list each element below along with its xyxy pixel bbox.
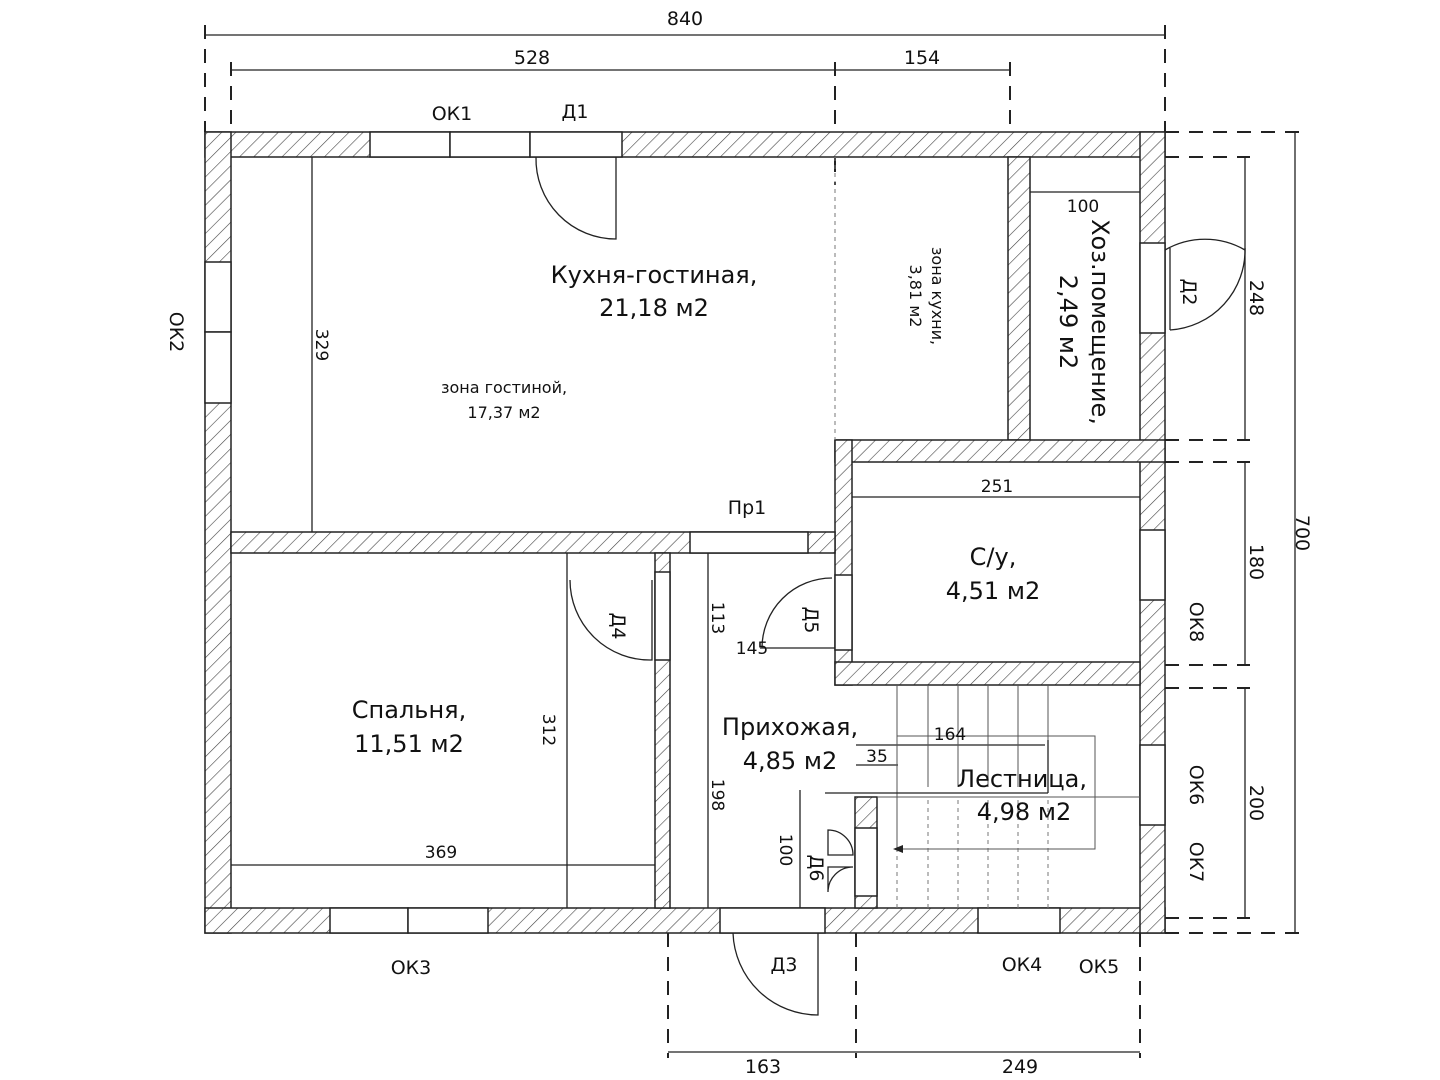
room-bedroom-area: 11,51 м2 [354, 730, 464, 758]
dim-248: 248 [1245, 280, 1267, 316]
opening-labels: ОК1 Д1 ОК2 ОК3 Д3 ОК4 ОК5 Д2 ОК8 ОК6 ОК7… [165, 101, 1207, 979]
room-hallway-area: 4,85 м2 [743, 747, 837, 775]
dim-200: 200 [1245, 785, 1267, 821]
room-stairs-area: 4,98 м2 [977, 798, 1071, 826]
room-kitchen-zone-name: зона кухни, [928, 247, 947, 345]
dim-100-utility: 100 [1067, 197, 1099, 217]
label-d5: Д5 [800, 607, 822, 634]
room-living-zone-area: 17,37 м2 [467, 403, 540, 422]
door-swings [535, 156, 1246, 1016]
room-kitchen-zone-area: 3,81 м2 [906, 265, 925, 328]
dim-163: 163 [745, 1056, 781, 1078]
label-ok4: ОК4 [1002, 954, 1043, 976]
stairs [825, 685, 1140, 908]
dim-528: 528 [514, 47, 550, 69]
room-living-zone-name: зона гостиной, [441, 378, 567, 397]
label-d1: Д1 [562, 101, 589, 123]
label-ok3: ОК3 [391, 957, 432, 979]
room-bedroom-name: Спальня, [352, 696, 466, 724]
dim-154: 154 [904, 47, 940, 69]
label-d4: Д4 [607, 613, 629, 640]
label-d3: Д3 [771, 954, 798, 976]
dimension-labels: 840 528 154 700 248 180 200 163 249 329 … [311, 8, 1313, 1078]
dim-329: 329 [311, 329, 331, 361]
room-kitchen-living-area: 21,18 м2 [599, 294, 709, 322]
room-wc-area: 4,51 м2 [946, 577, 1040, 605]
dim-369: 369 [425, 843, 457, 863]
dim-113: 113 [707, 602, 727, 634]
dim-249: 249 [1002, 1056, 1038, 1078]
dim-164: 164 [934, 725, 966, 745]
room-labels: Кухня-гостиная, 21,18 м2 зона гостиной, … [352, 219, 1114, 826]
openings [204, 131, 1166, 934]
dim-35: 35 [866, 747, 888, 767]
room-utility-area: 2,49 м2 [1054, 275, 1082, 369]
dim-700: 700 [1291, 515, 1313, 551]
dim-251: 251 [981, 477, 1013, 497]
dim-312: 312 [538, 714, 558, 746]
dim-840: 840 [667, 8, 703, 30]
label-ok2: ОК2 [165, 312, 187, 353]
room-utility-name: Хоз.помещение, [1086, 219, 1114, 425]
label-ok8: ОК8 [1185, 602, 1207, 643]
room-kitchen-living-name: Кухня-гостиная, [551, 261, 758, 289]
label-d2: Д2 [1178, 279, 1200, 306]
room-wc-name: С/у, [970, 543, 1017, 571]
dim-145: 145 [736, 639, 768, 659]
label-ok6: ОК6 [1185, 765, 1207, 806]
label-ok7: ОК7 [1185, 842, 1207, 883]
dim-198: 198 [707, 779, 727, 811]
room-hallway-name: Прихожая, [722, 713, 858, 741]
dimension-lines [204, 25, 1300, 1058]
label-d6: Д6 [805, 855, 827, 882]
dim-180: 180 [1245, 544, 1267, 580]
label-ok5: ОК5 [1079, 956, 1120, 978]
label-ok1: ОК1 [432, 103, 473, 125]
dim-100-corridor: 100 [775, 834, 795, 866]
room-stairs-name: Лестница, [957, 765, 1087, 793]
label-pr1: Пр1 [728, 497, 766, 519]
